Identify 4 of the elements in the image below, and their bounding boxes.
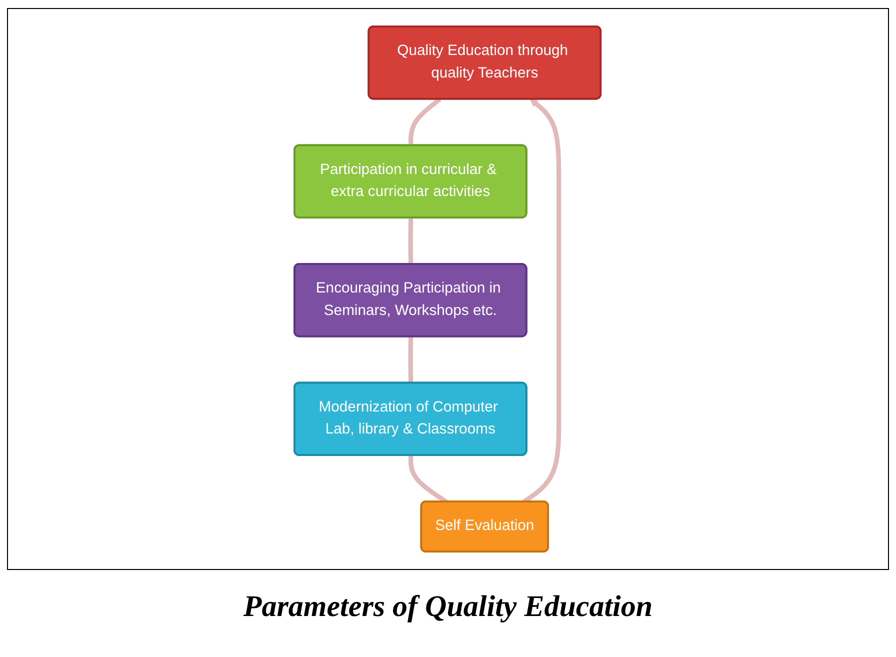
connector (408, 97, 442, 146)
caption: Parameters of Quality Education (242, 590, 654, 624)
connector (408, 336, 414, 384)
connector (408, 218, 414, 264)
